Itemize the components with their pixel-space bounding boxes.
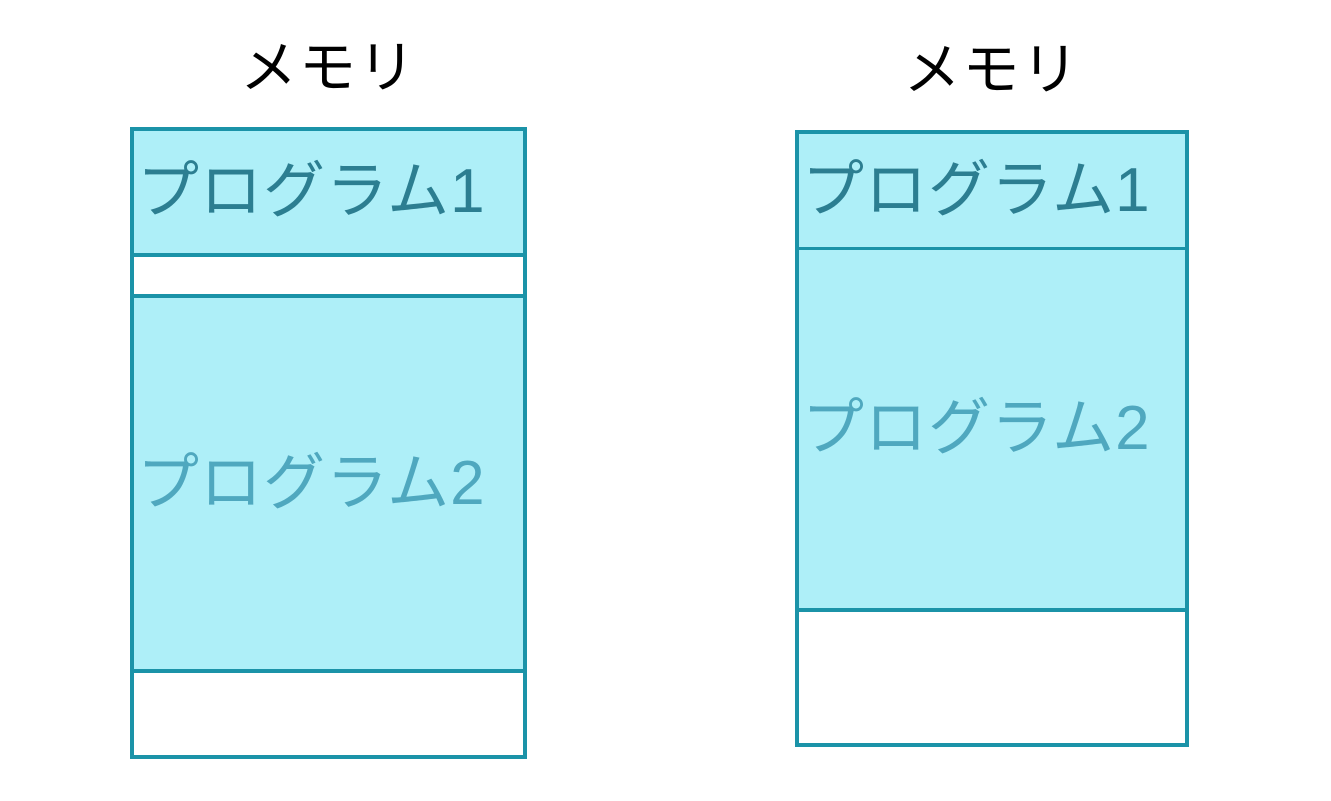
program1-block-after: プログラム1	[799, 134, 1185, 250]
memory-box-before: プログラム1 プログラム2	[130, 127, 527, 759]
free-bottom-block-before	[134, 673, 523, 755]
memory-title-after: メモリ	[903, 38, 1081, 102]
program1-label-after: プログラム1	[802, 155, 1151, 225]
program1-block-before: プログラム1	[134, 131, 523, 257]
program2-block-after: プログラム2	[799, 250, 1185, 612]
memory-box-after: プログラム1 プログラム2	[795, 130, 1189, 747]
program2-label-before: プログラム2	[137, 448, 486, 518]
program2-label-after: プログラム2	[802, 394, 1151, 463]
free-gap-block-before	[134, 257, 523, 298]
program2-block-before: プログラム2	[134, 298, 523, 673]
memory-title-before: メモリ	[240, 36, 417, 100]
free-bottom-block-after	[799, 612, 1185, 743]
program1-label-before: プログラム1	[137, 157, 486, 226]
